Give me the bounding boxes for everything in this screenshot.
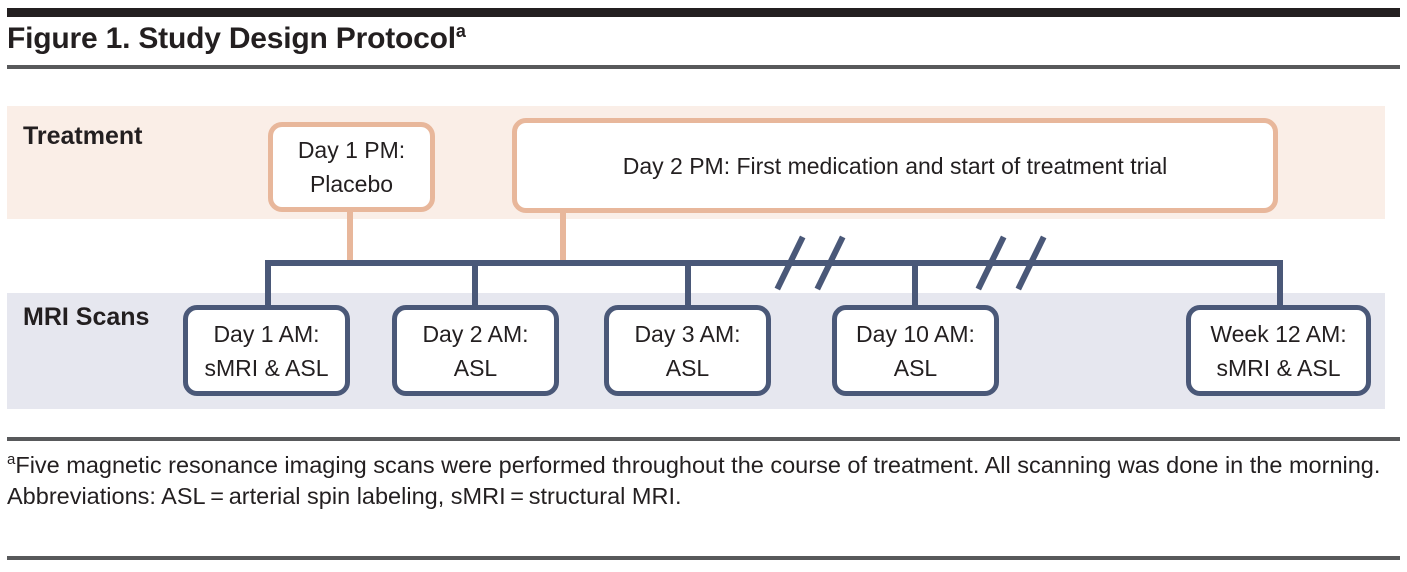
mri-node-day-2-line2: ASL: [453, 354, 498, 381]
mri-node-week-12: Week 12 AM: sMRI & ASL: [1186, 305, 1371, 396]
mri-node-day-3-line1: Day 3 AM:: [634, 320, 741, 347]
mri-node-day-2: Day 2 AM: ASL: [392, 305, 559, 396]
mri-band-label: MRI Scans: [23, 303, 150, 331]
treatment-node-medication-line1: Day 2 PM: First medication and start of …: [622, 152, 1168, 179]
mri-node-day-1-line1: Day 1 AM:: [213, 320, 320, 347]
footnotes: aFive magnetic resonance imaging scans w…: [7, 450, 1402, 512]
treatment-band-label: Treatment: [23, 122, 143, 150]
treatment-node-medication: Day 2 PM: First medication and start of …: [512, 118, 1278, 213]
mri-node-day-10-line1: Day 10 AM:: [856, 320, 975, 347]
mri-node-week-12-line1: Week 12 AM:: [1210, 320, 1347, 347]
connector-drop-scan-1: [265, 260, 271, 308]
title-rule: [7, 65, 1400, 69]
footnote-a: aFive magnetic resonance imaging scans w…: [7, 450, 1402, 481]
mri-node-day-3: Day 3 AM: ASL: [604, 305, 771, 396]
figure-title-text: Figure 1. Study Design Protocol: [7, 22, 456, 55]
timeline-bar: [265, 260, 1283, 266]
mri-node-day-10-line2: ASL: [893, 354, 938, 381]
treatment-node-placebo-line1: Day 1 PM:: [297, 137, 406, 163]
footnote-rule-top: [7, 437, 1400, 441]
figure-title-superscript: a: [455, 21, 466, 41]
mri-node-day-3-line2: ASL: [665, 354, 710, 381]
connector-drop-scan-2: [472, 260, 478, 308]
connector-drop-scan-5: [1277, 260, 1283, 308]
connector-placebo-drop: [347, 205, 353, 265]
mri-node-day-10: Day 10 AM: ASL: [832, 305, 999, 396]
treatment-node-placebo-line2: Placebo: [309, 171, 394, 197]
mri-node-day-1-line2: sMRI & ASL: [204, 354, 329, 381]
top-rule: [7, 8, 1400, 17]
treatment-node-placebo: Day 1 PM: Placebo: [268, 122, 435, 212]
connector-drop-scan-4: [912, 260, 918, 308]
abbreviations-note: Abbreviations: ASL = arterial spin label…: [7, 483, 682, 509]
page-title: Figure 1. Study Design Protocola: [7, 20, 1207, 58]
footnote-a-marker: a: [7, 451, 16, 469]
mri-node-day-1: Day 1 AM: sMRI & ASL: [183, 305, 350, 396]
mri-node-week-12-line2: sMRI & ASL: [1216, 354, 1341, 381]
mri-node-day-2-line1: Day 2 AM:: [422, 320, 529, 347]
footnote-rule-bottom: [7, 556, 1400, 560]
connector-medication-drop: [560, 205, 566, 265]
connector-drop-scan-3: [685, 260, 691, 308]
footnote-a-text: Five magnetic resonance imaging scans we…: [15, 452, 1381, 478]
